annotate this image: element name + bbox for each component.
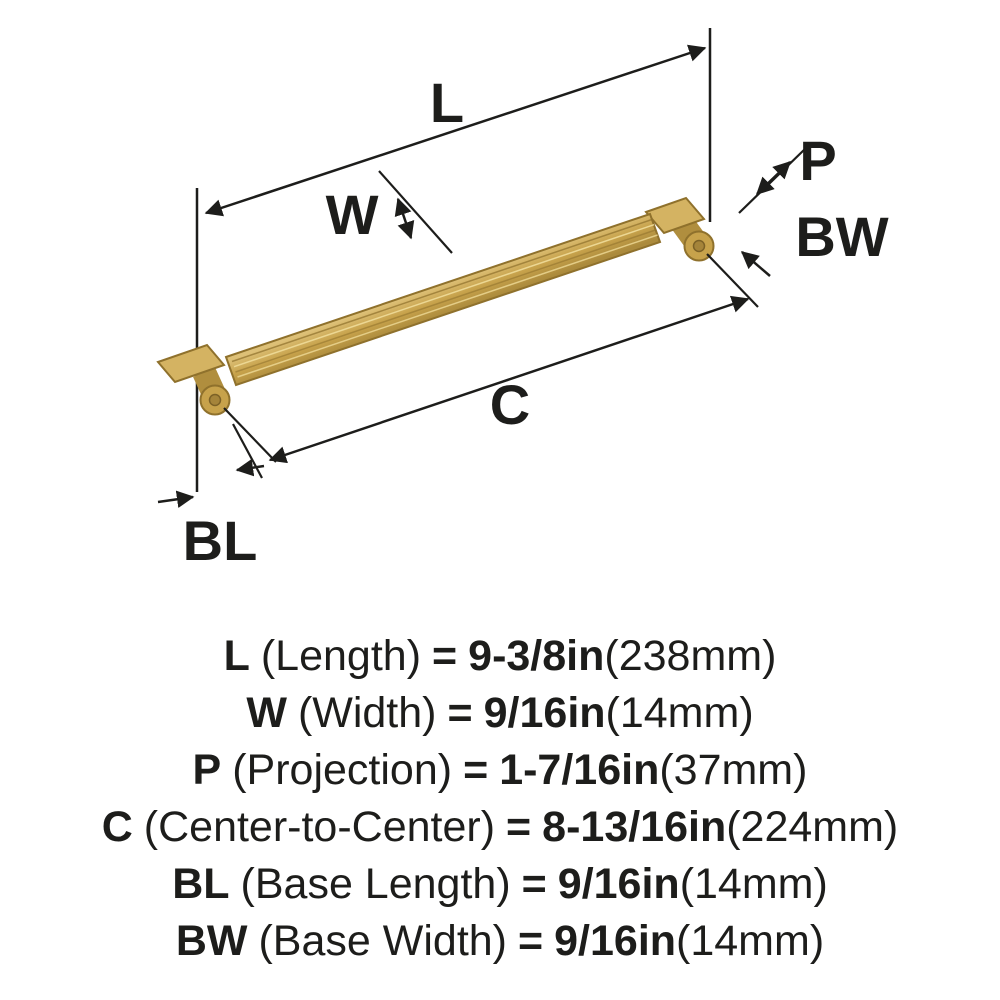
legend-abbr: L bbox=[223, 632, 250, 680]
legend-row-base-width: BW (Base Width) = 9/16in (14mm) bbox=[0, 913, 1000, 970]
dim-line-L bbox=[204, 44, 707, 217]
legend-value: 9/16in bbox=[554, 917, 677, 965]
legend-metric: (14mm) bbox=[605, 689, 754, 737]
handle-diagram: L W P BW C BL bbox=[156, 28, 889, 572]
bl-arrow-right bbox=[235, 458, 265, 477]
dim-label-P: P bbox=[799, 129, 836, 192]
w-ref-line bbox=[378, 170, 453, 254]
dim-label-W: W bbox=[326, 183, 379, 246]
bl-tick bbox=[232, 423, 263, 479]
left-base-plate bbox=[156, 343, 226, 384]
dim-arrow-W bbox=[394, 197, 415, 240]
legend-metric: (37mm) bbox=[659, 746, 808, 794]
right-base-hole bbox=[692, 239, 706, 253]
legend-row-length: L (Length) = 9-3/8in (238mm) bbox=[0, 628, 1000, 685]
legend-name: (Base Width) bbox=[258, 917, 507, 965]
legend-row-center-to-center: C (Center-to-Center) = 8-13/16in (224mm) bbox=[0, 799, 1000, 856]
dim-label-L: L bbox=[430, 71, 464, 134]
legend-abbr: BL bbox=[172, 860, 230, 908]
dim-line-C bbox=[268, 295, 750, 464]
legend-abbr: W bbox=[246, 689, 287, 737]
legend-name: (Projection) bbox=[232, 746, 453, 794]
legend-equals: = bbox=[432, 632, 458, 680]
legend-name: (Length) bbox=[260, 632, 422, 680]
dim-label-BW: BW bbox=[795, 205, 888, 268]
bar-flute bbox=[237, 234, 658, 378]
legend-equals: = bbox=[506, 803, 532, 851]
legend-abbr: C bbox=[101, 803, 133, 851]
legend-name: (Base Length) bbox=[240, 860, 511, 908]
dim-arrow-P bbox=[755, 161, 792, 195]
bl-arrow-left bbox=[157, 490, 195, 508]
handle bbox=[156, 196, 715, 416]
legend-equals: = bbox=[463, 746, 489, 794]
legend-row-projection: P (Projection) = 1-7/16in (37mm) bbox=[0, 742, 1000, 799]
legend-name: (Center-to-Center) bbox=[143, 803, 496, 851]
legend-equals: = bbox=[518, 917, 544, 965]
legend-value: 9-3/8in bbox=[468, 632, 605, 680]
legend-value: 1-7/16in bbox=[499, 746, 660, 794]
legend-value: 9/16in bbox=[557, 860, 680, 908]
dimension-legend: L (Length) = 9-3/8in (238mm) W (Width) =… bbox=[0, 628, 1000, 970]
legend-row-width: W (Width) = 9/16in (14mm) bbox=[0, 685, 1000, 742]
legend-metric: (238mm) bbox=[604, 632, 777, 680]
c-ext-left bbox=[223, 407, 277, 463]
left-base-hole bbox=[208, 393, 222, 407]
legend-row-base-length: BL (Base Length) = 9/16in (14mm) bbox=[0, 856, 1000, 913]
legend-metric: (224mm) bbox=[726, 803, 899, 851]
legend-equals: = bbox=[521, 860, 547, 908]
legend-metric: (14mm) bbox=[679, 860, 828, 908]
dim-label-C: C bbox=[490, 373, 530, 436]
legend-equals: = bbox=[447, 689, 473, 737]
legend-metric: (14mm) bbox=[676, 917, 825, 965]
bar-flute bbox=[233, 223, 655, 368]
legend-abbr: P bbox=[192, 746, 222, 794]
legend-abbr: BW bbox=[175, 917, 248, 965]
handle-diagram-area: L W P BW C BL bbox=[156, 28, 889, 572]
legend-value: 9/16in bbox=[483, 689, 606, 737]
bw-arrow bbox=[740, 251, 771, 277]
legend-value: 8-13/16in bbox=[542, 803, 727, 851]
legend-name: (Width) bbox=[297, 689, 437, 737]
c-ext-right bbox=[706, 253, 759, 308]
dim-label-BL: BL bbox=[183, 509, 258, 572]
